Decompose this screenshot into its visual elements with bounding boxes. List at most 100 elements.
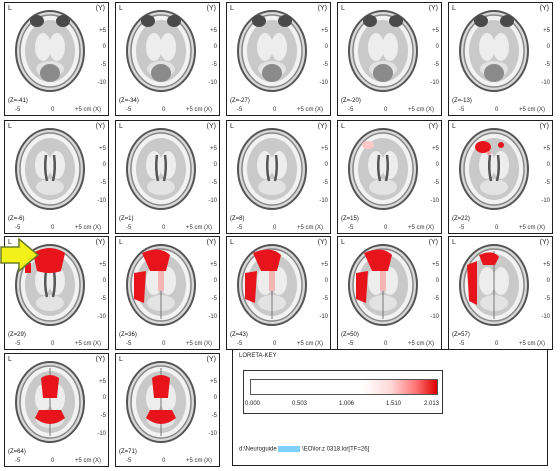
y-tick: +5 — [99, 379, 106, 385]
y-tick: -10 — [208, 431, 217, 437]
y-tick: 0 — [213, 278, 217, 284]
x-tick: -5 — [237, 225, 243, 231]
scale-label: 0.000 — [245, 401, 261, 407]
y-tick: +5 — [99, 262, 106, 268]
y-axis-label: (Y) — [539, 5, 549, 12]
x-axis-label: (X) — [315, 107, 323, 113]
legend-panel: LORETA-KEY 0.000 0.503 1.006 1.510 2.013… — [232, 349, 548, 466]
y-axis-label: (Y) — [317, 5, 327, 12]
scale-label: 1.510 — [386, 401, 402, 407]
y-tick: -10 — [208, 314, 217, 320]
scale-label: 1.006 — [339, 401, 355, 407]
y-tick: +5 — [210, 28, 217, 34]
y-axis-label: (Y) — [95, 356, 105, 363]
x-tick: +5 cm — [186, 107, 203, 113]
y-tick: 0 — [213, 44, 217, 50]
y-axis-label: (Y) — [206, 123, 216, 130]
y-tick: 0 — [435, 162, 439, 168]
y-tick: -5 — [544, 62, 550, 68]
y-tick: -10 — [430, 80, 439, 86]
y-tick: -5 — [100, 413, 106, 419]
y-tick: -10 — [208, 80, 217, 86]
x-tick: +5 cm — [75, 225, 92, 231]
left-marker: L — [452, 5, 456, 12]
x-axis-label: (X) — [93, 341, 101, 347]
slice-z-label: (Z=29) — [8, 332, 26, 338]
x-axis-label: (X) — [537, 107, 545, 113]
x-axis-label: (X) — [204, 341, 212, 347]
y-tick: 0 — [546, 162, 550, 168]
y-tick: +5 — [210, 146, 217, 152]
x-tick: +5 cm — [408, 107, 425, 113]
x-tick: -5 — [348, 107, 354, 113]
brain-slice-image — [459, 244, 529, 326]
y-axis-label: (Y) — [428, 123, 438, 130]
left-marker: L — [8, 123, 12, 130]
slice-z-label: (Z=50) — [341, 332, 359, 338]
x-tick: +5 cm — [75, 341, 92, 347]
slice-z-label: (Z=43) — [230, 332, 248, 338]
y-axis-label: (Y) — [206, 356, 216, 363]
slice-z-label: (Z=15) — [341, 216, 359, 222]
x-axis-label: (X) — [315, 341, 323, 347]
y-tick: 0 — [546, 44, 550, 50]
y-tick: -5 — [211, 62, 217, 68]
left-marker: L — [341, 239, 345, 246]
y-axis-label: (Y) — [539, 123, 549, 130]
brain-slice-image — [237, 10, 307, 92]
left-marker: L — [119, 356, 123, 363]
x-tick: 0 — [384, 341, 388, 347]
y-tick: 0 — [435, 44, 439, 50]
y-tick: +5 — [543, 146, 550, 152]
slice-z-label: (Z=71) — [119, 449, 137, 455]
y-axis-label: (Y) — [95, 123, 105, 130]
y-tick: -5 — [322, 296, 328, 302]
y-tick: -5 — [211, 296, 217, 302]
x-tick: -5 — [459, 107, 465, 113]
x-axis-label: (X) — [93, 107, 101, 113]
brain-slice-image — [126, 128, 196, 210]
x-tick: -5 — [237, 107, 243, 113]
y-tick: -10 — [97, 198, 106, 204]
y-tick: -10 — [541, 314, 550, 320]
left-marker: L — [230, 123, 234, 130]
x-tick: 0 — [384, 225, 388, 231]
x-tick: 0 — [495, 225, 499, 231]
left-marker: L — [230, 239, 234, 246]
file-path: d:\Neuroguide \EO\lor.z 0318.lor[TF=26] — [239, 446, 369, 453]
x-tick: +5 cm — [297, 107, 314, 113]
y-tick: -5 — [433, 180, 439, 186]
y-tick: -10 — [319, 198, 328, 204]
y-tick: -5 — [544, 180, 550, 186]
x-tick: 0 — [51, 341, 55, 347]
y-tick: +5 — [210, 262, 217, 268]
brain-slice-image — [237, 244, 307, 326]
left-marker: L — [8, 239, 12, 246]
slice-z-label: (Z=-6) — [8, 216, 25, 222]
x-tick: +5 cm — [297, 341, 314, 347]
x-tick: 0 — [162, 341, 166, 347]
x-axis-label: (X) — [537, 225, 545, 231]
y-tick: +5 — [432, 146, 439, 152]
brain-slice-image — [15, 244, 85, 326]
brain-slice-image — [126, 361, 196, 443]
slice-z-label: (Z=-41) — [8, 98, 28, 104]
y-tick: -5 — [322, 62, 328, 68]
